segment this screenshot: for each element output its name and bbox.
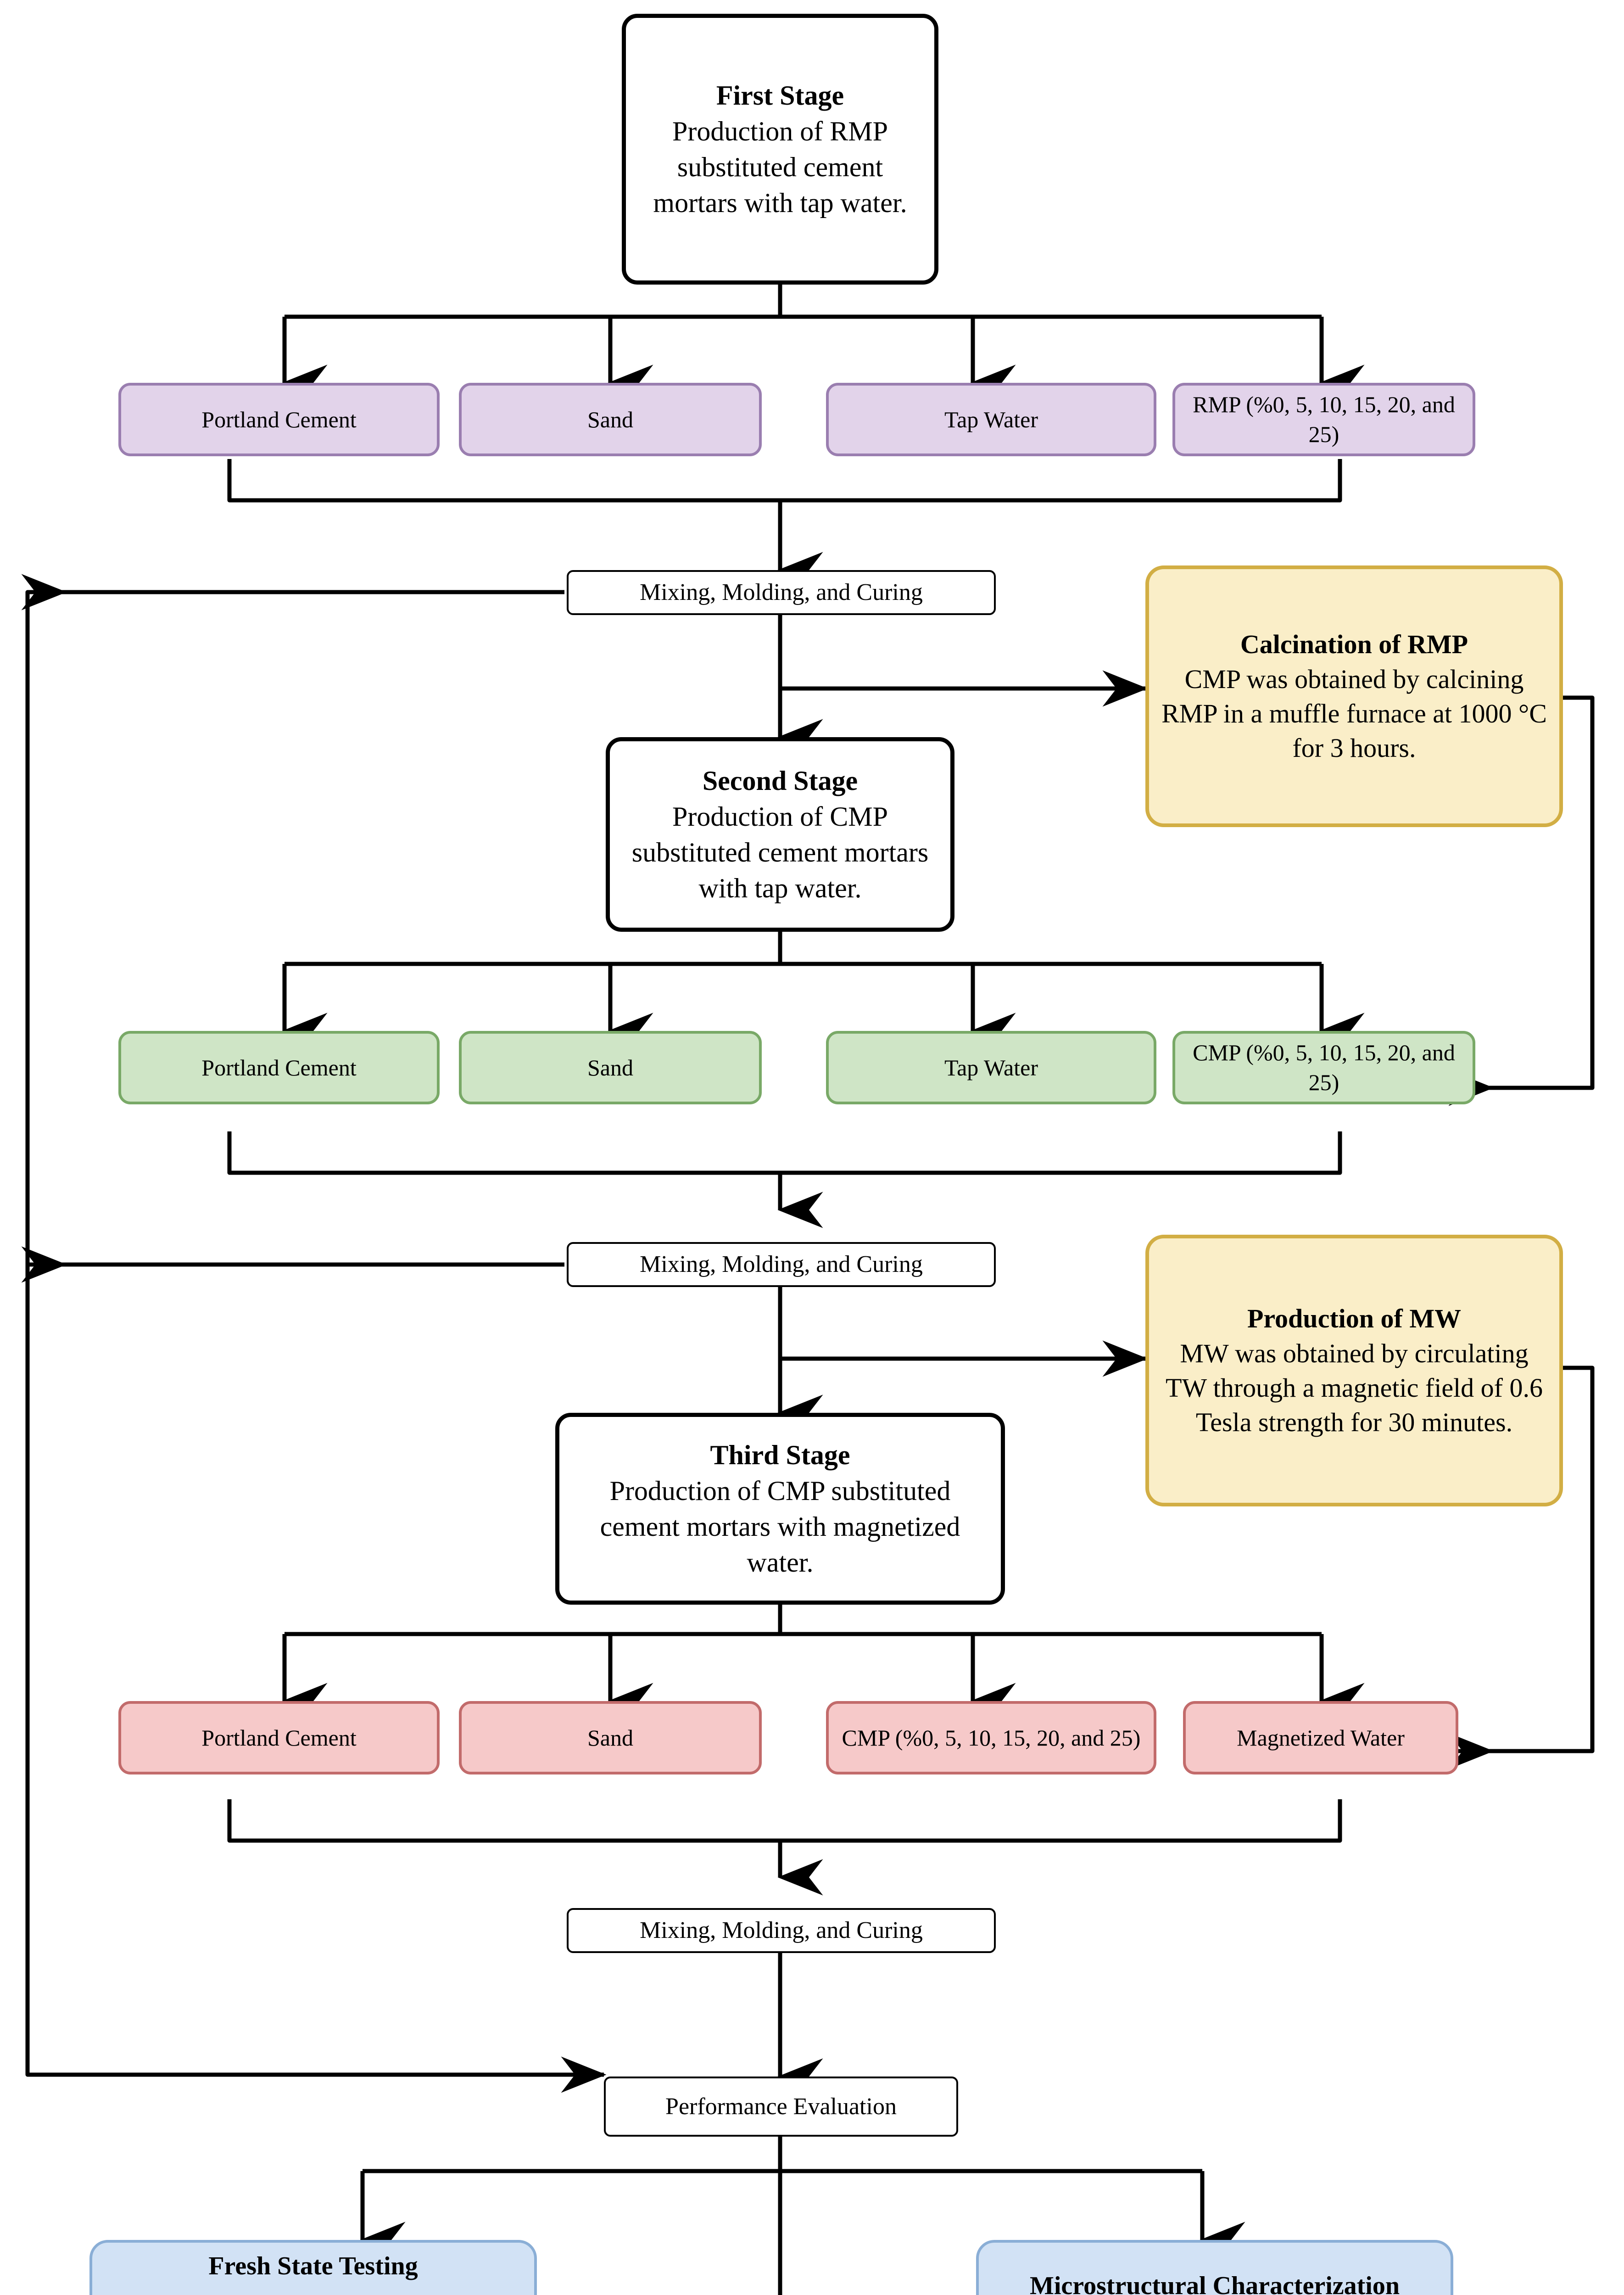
chip-row3-portland-cement[interactable]: Portland Cement xyxy=(118,1701,440,1774)
chip-label: Sand xyxy=(587,406,633,432)
process-mixing-1[interactable]: Mixing, Molding, and Curing xyxy=(567,570,996,615)
chip-label: Tap Water xyxy=(944,406,1038,432)
note-calcination-of-rmp: Calcination of RMP CMP was obtained by c… xyxy=(1145,565,1563,827)
chip-row1-rmp[interactable]: RMP (%0, 5, 10, 15, 20, and 25) xyxy=(1172,383,1475,456)
chip-row2-tap-water[interactable]: Tap Water xyxy=(826,1031,1156,1104)
chip-label: Tap Water xyxy=(944,1054,1038,1080)
stage-1-body: Production of RMP substituted cement mor… xyxy=(653,116,907,218)
note-mw-title: Production of MW xyxy=(1247,1304,1462,1334)
chip-row3-sand[interactable]: Sand xyxy=(459,1701,762,1774)
process-mixing-2[interactable]: Mixing, Molding, and Curing xyxy=(567,1242,996,1287)
chip-row2-cmp[interactable]: CMP (%0, 5, 10, 15, 20, and 25) xyxy=(1172,1031,1475,1104)
note-calcination-body: CMP was obtained by calcining RMP in a m… xyxy=(1161,664,1547,763)
process-label: Mixing, Molding, and Curing xyxy=(640,579,923,606)
result-microstructural-characterization: Microstructural Characterization SEM xyxy=(976,2240,1453,2295)
stage-2-body: Production of CMP substituted cement mor… xyxy=(631,801,929,903)
chip-label: RMP (%0, 5, 10, 15, 20, and 25) xyxy=(1193,392,1455,447)
chip-label: Magnetized Water xyxy=(1237,1724,1405,1751)
stage-3-title: Third Stage xyxy=(710,1440,850,1470)
chip-row2-sand[interactable]: Sand xyxy=(459,1031,762,1104)
note-mw-body: MW was obtained by circulating TW throug… xyxy=(1166,1338,1543,1438)
chip-row1-sand[interactable]: Sand xyxy=(459,383,762,456)
chip-row2-portland-cement[interactable]: Portland Cement xyxy=(118,1031,440,1104)
result-fresh-state-testing: Fresh State Testing Setting characterist… xyxy=(89,2240,537,2295)
chip-label: Sand xyxy=(587,1724,633,1751)
chip-label: Portland Cement xyxy=(201,1724,357,1751)
chip-row1-portland-cement[interactable]: Portland Cement xyxy=(118,383,440,456)
process-label: Mixing, Molding, and Curing xyxy=(640,1917,923,1944)
stage-1-title: First Stage xyxy=(716,80,844,111)
chip-label: Portland Cement xyxy=(201,1054,357,1080)
wire-merge-1 xyxy=(227,459,1342,503)
stage-2-title: Second Stage xyxy=(702,766,858,796)
wire-merge-2 xyxy=(227,1131,1342,1175)
wire-return-rail-1 xyxy=(25,590,601,2077)
microstructural-title: Microstructural Characterization xyxy=(1029,2272,1400,2295)
stage-3-body: Production of CMP substituted cement mor… xyxy=(600,1476,960,1578)
fresh-state-title: Fresh State Testing xyxy=(208,2252,418,2281)
stage-1-box: First Stage Production of RMP substitute… xyxy=(622,14,938,285)
process-performance-evaluation[interactable]: Performance Evaluation xyxy=(604,2077,958,2137)
stage-3-box: Third Stage Production of CMP substitute… xyxy=(555,1413,1005,1605)
process-mixing-3[interactable]: Mixing, Molding, and Curing xyxy=(567,1908,996,1953)
stage-2-box: Second Stage Production of CMP substitut… xyxy=(606,737,954,932)
chip-row1-tap-water[interactable]: Tap Water xyxy=(826,383,1156,456)
chip-label: Sand xyxy=(587,1054,633,1080)
chip-row3-cmp[interactable]: CMP (%0, 5, 10, 15, 20, and 25) xyxy=(826,1701,1156,1774)
chip-row3-magnetized-water[interactable]: Magnetized Water xyxy=(1183,1701,1458,1774)
note-production-of-mw: Production of MW MW was obtained by circ… xyxy=(1145,1235,1563,1506)
wire-merge-3 xyxy=(227,1799,1342,1843)
chip-label: CMP (%0, 5, 10, 15, 20, and 25) xyxy=(1193,1040,1455,1095)
process-label: Mixing, Molding, and Curing xyxy=(640,1251,923,1278)
chip-label: CMP (%0, 5, 10, 15, 20, and 25) xyxy=(842,1724,1141,1751)
note-calcination-title: Calcination of RMP xyxy=(1240,629,1468,660)
process-label: Performance Evaluation xyxy=(665,2093,897,2120)
chip-label: Portland Cement xyxy=(201,406,357,432)
